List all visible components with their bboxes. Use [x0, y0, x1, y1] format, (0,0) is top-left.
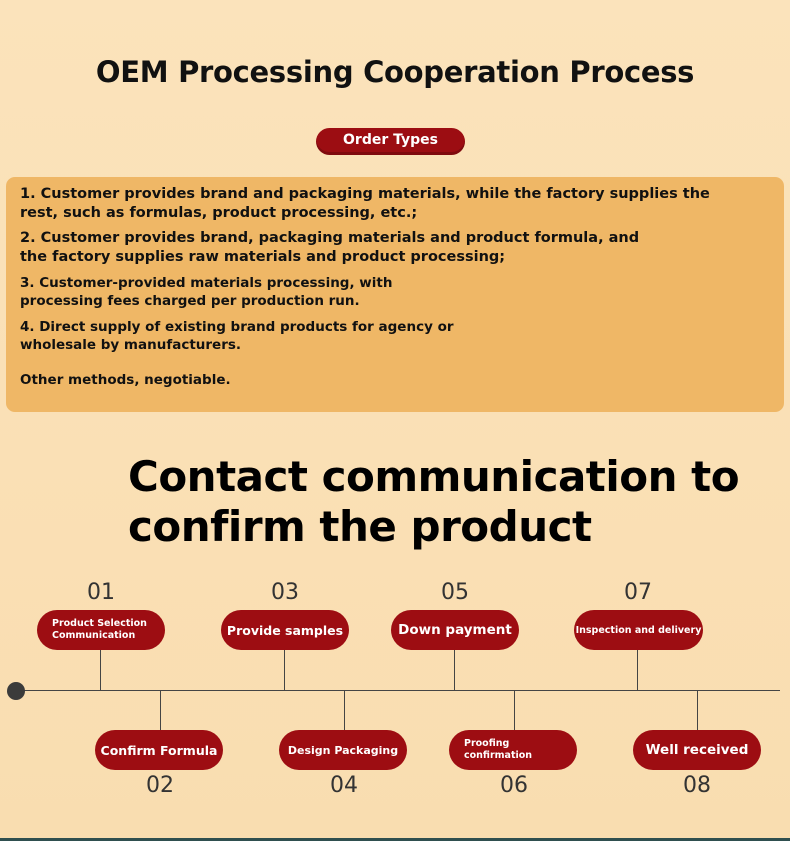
order-type-other: Other methods, negotiable.	[20, 372, 231, 388]
order-type-2-line-1: 2. Customer provides brand, packaging ma…	[20, 230, 640, 246]
order-types-badge: Order Types	[316, 128, 465, 155]
step-label-01-line-2: Communication	[52, 630, 136, 641]
step-label-06-line-1: Proofing	[464, 738, 510, 749]
order-type-1-line-2: rest, such as formulas, product processi…	[20, 205, 418, 221]
step-number-06: 06	[500, 773, 528, 798]
order-type-4-line-1: 4. Direct supply of existing brand produ…	[20, 319, 454, 335]
timeline-start-dot	[7, 682, 25, 700]
step-number-02: 02	[146, 773, 174, 798]
order-type-3: 3. Customer-provided materials processin…	[20, 274, 392, 310]
order-type-1: 1. Customer provides brand and packaging…	[20, 185, 710, 223]
step-connector-05	[454, 650, 455, 690]
order-type-3-line-2: processing fees charged per production r…	[20, 293, 360, 309]
step-label-06-line-2: confirmation	[464, 750, 533, 761]
page-title: OEM Processing Cooperation Process	[95, 55, 695, 89]
process-heading: Contact communication to confirm the pro…	[128, 452, 768, 552]
step-connector-07	[637, 650, 638, 690]
order-type-4-line-2: wholesale by manufacturers.	[20, 337, 242, 353]
process-heading-line-2: confirm the product	[128, 502, 592, 551]
step-connector-04	[344, 690, 345, 730]
step-label-01-line-1: Product Selection	[52, 618, 147, 629]
step-pill-05: Down payment	[391, 610, 519, 650]
step-number-08: 08	[683, 773, 711, 798]
step-connector-06	[514, 690, 515, 730]
step-connector-08	[697, 690, 698, 730]
order-type-4: 4. Direct supply of existing brand produ…	[20, 318, 454, 354]
step-pill-04: Design Packaging	[279, 730, 407, 770]
step-pill-07: Inspection and delivery	[574, 610, 703, 650]
step-pill-01: Product Selection Communication	[37, 610, 165, 650]
order-type-2: 2. Customer provides brand, packaging ma…	[20, 229, 639, 267]
step-pill-03: Provide samples	[221, 610, 349, 650]
step-number-07: 07	[624, 580, 652, 605]
step-connector-03	[284, 650, 285, 690]
order-type-2-line-2: the factory supplies raw materials and p…	[20, 249, 506, 265]
order-type-3-line-1: 3. Customer-provided materials processin…	[20, 275, 393, 291]
step-pill-08: Well received	[633, 730, 761, 770]
process-heading-line-1: Contact communication to	[128, 452, 740, 501]
timeline-line	[16, 690, 780, 691]
step-pill-02: Confirm Formula	[95, 730, 223, 770]
step-connector-02	[160, 690, 161, 730]
step-number-03: 03	[271, 580, 299, 605]
step-number-01: 01	[87, 580, 115, 605]
order-types-panel: 1. Customer provides brand and packaging…	[6, 177, 784, 412]
step-number-04: 04	[330, 773, 358, 798]
order-type-1-line-1: 1. Customer provides brand and packaging…	[20, 186, 710, 202]
step-pill-06: Proofing confirmation	[449, 730, 577, 770]
step-number-05: 05	[441, 580, 469, 605]
bottom-border	[0, 838, 790, 841]
step-connector-01	[100, 650, 101, 690]
